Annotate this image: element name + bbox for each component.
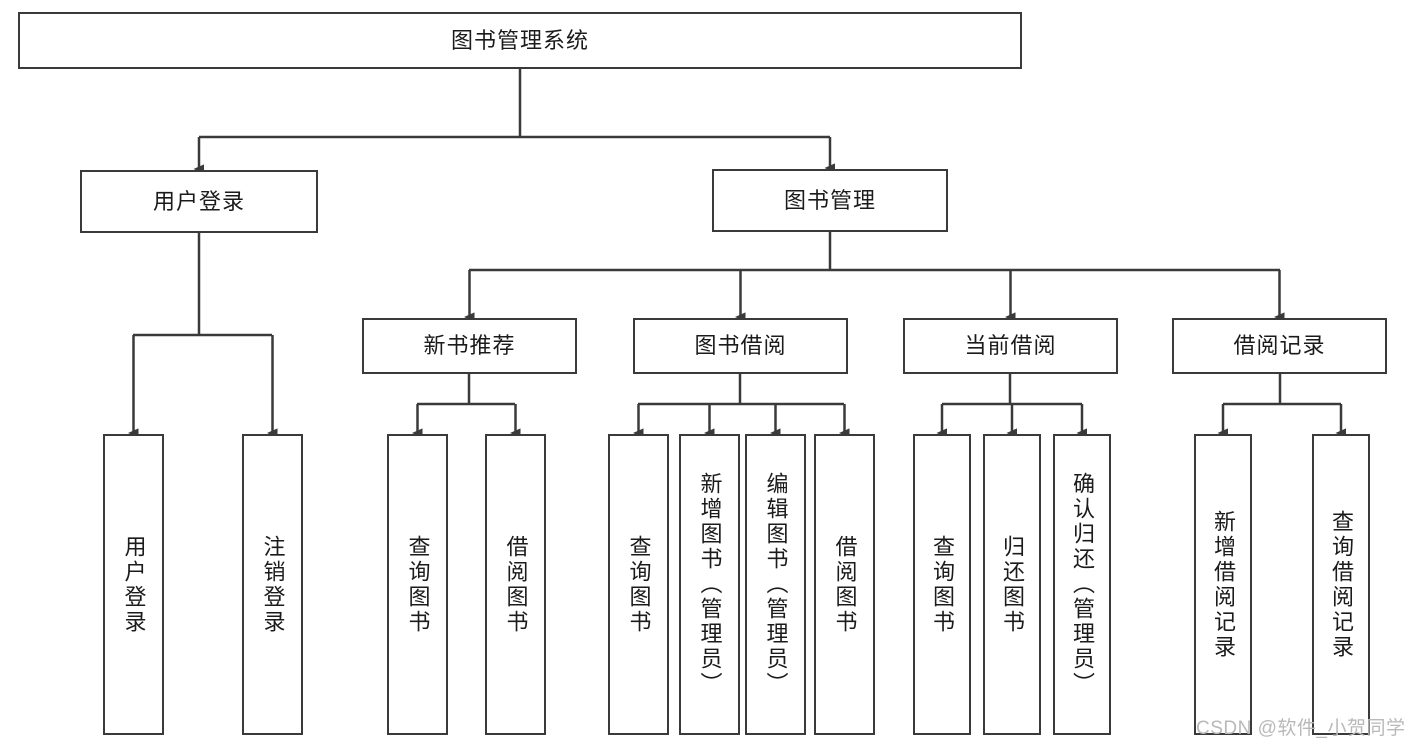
node-leaf-query-book-2[interactable]: 查询图书 xyxy=(608,434,669,735)
node-label-leaf-confirm-return: 确认归还（管理员） xyxy=(1070,472,1095,697)
node-label-leaf-query-book-3: 查询图书 xyxy=(930,534,955,635)
node-label-leaf-edit-book: 编辑图书（管理员） xyxy=(763,472,789,697)
node-label-leaf-borrow-book-1: 借阅图书 xyxy=(503,534,529,635)
node-book-manage[interactable]: 图书管理 xyxy=(712,169,948,232)
node-leaf-add-record[interactable]: 新增借阅记录 xyxy=(1194,434,1252,735)
node-leaf-add-book[interactable]: 新增图书（管理员） xyxy=(679,434,740,735)
node-label-leaf-query-record: 查询借阅记录 xyxy=(1329,509,1354,660)
node-label-leaf-query-book-2: 查询图书 xyxy=(626,534,652,635)
node-leaf-edit-book[interactable]: 编辑图书（管理员） xyxy=(745,434,806,735)
edge-group xyxy=(128,69,1346,438)
node-label-current-borrow: 当前借阅 xyxy=(964,333,1057,359)
node-label-borrow-record: 借阅记录 xyxy=(1233,333,1326,359)
node-leaf-query-book-1[interactable]: 查询图书 xyxy=(387,434,448,735)
node-leaf-borrow-book-2[interactable]: 借阅图书 xyxy=(814,434,875,735)
node-leaf-user-logout[interactable]: 注销登录 xyxy=(242,434,303,735)
node-label-leaf-user-login: 用户登录 xyxy=(121,534,147,635)
node-label-new-book-rec: 新书推荐 xyxy=(423,333,516,359)
node-root[interactable]: 图书管理系统 xyxy=(18,12,1022,69)
node-leaf-return-book[interactable]: 归还图书 xyxy=(983,434,1041,735)
node-leaf-query-book-3[interactable]: 查询图书 xyxy=(913,434,971,735)
node-book-borrow[interactable]: 图书借阅 xyxy=(633,318,848,374)
node-label-leaf-borrow-book-2: 借阅图书 xyxy=(832,534,858,635)
node-label-book-borrow: 图书借阅 xyxy=(694,333,787,359)
node-label-leaf-add-record: 新增借阅记录 xyxy=(1211,509,1236,660)
node-label-leaf-user-logout: 注销登录 xyxy=(260,534,286,635)
node-leaf-confirm-return[interactable]: 确认归还（管理员） xyxy=(1053,434,1111,735)
node-borrow-record[interactable]: 借阅记录 xyxy=(1172,318,1387,374)
node-user-login[interactable]: 用户登录 xyxy=(80,170,318,233)
node-leaf-borrow-book-1[interactable]: 借阅图书 xyxy=(485,434,546,735)
node-current-borrow[interactable]: 当前借阅 xyxy=(903,318,1118,374)
node-label-leaf-add-book: 新增图书（管理员） xyxy=(697,472,723,697)
node-label-leaf-return-book: 归还图书 xyxy=(1000,534,1025,635)
node-label-user-login: 用户登录 xyxy=(152,188,245,214)
node-new-book-rec[interactable]: 新书推荐 xyxy=(362,318,577,374)
node-label-leaf-query-book-1: 查询图书 xyxy=(405,534,431,635)
node-label-book-manage: 图书管理 xyxy=(783,187,876,213)
node-label-root: 图书管理系统 xyxy=(450,27,589,53)
node-leaf-query-record[interactable]: 查询借阅记录 xyxy=(1312,434,1370,735)
node-leaf-user-login[interactable]: 用户登录 xyxy=(103,434,164,735)
